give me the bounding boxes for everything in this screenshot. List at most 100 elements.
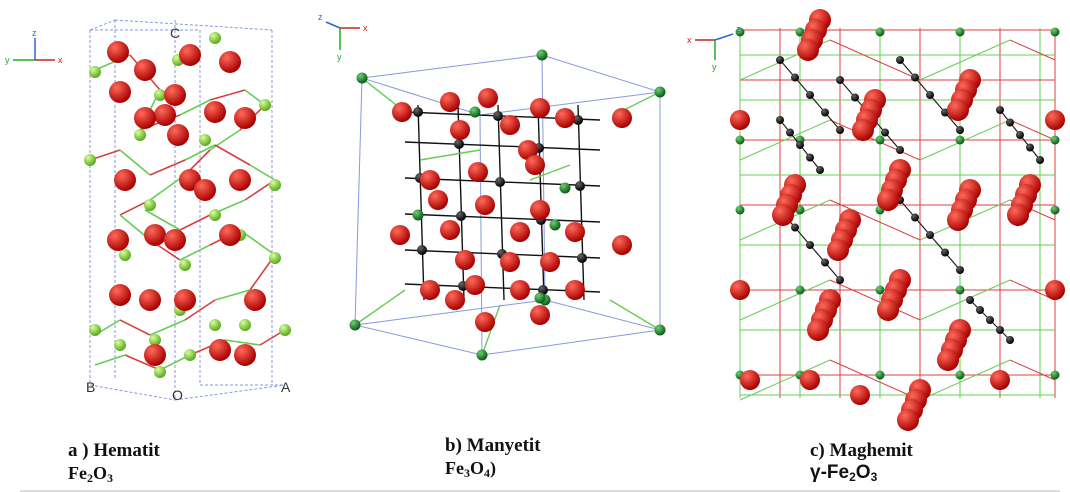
oxygen-atom bbox=[420, 170, 440, 190]
lattice-diagonal bbox=[919, 279, 1011, 321]
fe-fe-bond bbox=[404, 141, 601, 151]
iron-atom-vacancy-site bbox=[926, 91, 934, 99]
axis-triad-arrow bbox=[714, 33, 734, 41]
oxygen-atom bbox=[114, 169, 136, 191]
iron-atom bbox=[89, 66, 101, 78]
cell-edge bbox=[354, 77, 363, 326]
iron-atom bbox=[259, 99, 271, 111]
fe-o-bond bbox=[184, 299, 216, 321]
iron-atom-vacancy-site bbox=[956, 266, 964, 274]
fe-o-bond bbox=[209, 89, 246, 101]
oxygen-atom bbox=[807, 319, 829, 341]
iron-atom-vacancy-site bbox=[806, 241, 814, 249]
cell-axis-label: B bbox=[86, 379, 95, 395]
iron-atom-vacancy-site bbox=[776, 56, 784, 64]
oxygen-atom bbox=[144, 224, 166, 246]
oxygen-atom bbox=[144, 344, 166, 366]
fe-o-bond bbox=[224, 339, 261, 346]
lattice-diagonal bbox=[739, 359, 831, 401]
oxygen-atom bbox=[445, 290, 465, 310]
oxygen-atom bbox=[134, 107, 156, 129]
oxygen-atom bbox=[500, 252, 520, 272]
oxygen-atom bbox=[827, 239, 849, 261]
oxygen-atom bbox=[510, 280, 530, 300]
oxygen-atom bbox=[730, 280, 750, 300]
oxygen-atom bbox=[164, 84, 186, 106]
iron-atom-vacancy-site bbox=[896, 56, 904, 64]
fe-o-bond bbox=[119, 149, 151, 176]
oxygen-atom bbox=[390, 225, 410, 245]
iron-atom-vacancy-site bbox=[791, 73, 799, 82]
oxygen-atom bbox=[612, 235, 632, 255]
oxygen-atom bbox=[510, 222, 530, 242]
oxygen-atom bbox=[420, 280, 440, 300]
oxygen-atom bbox=[555, 108, 575, 128]
iron-atom-tetrahedral bbox=[469, 106, 481, 118]
magnetite-caption: b) Manyetit Fe3O4) bbox=[445, 435, 541, 484]
oxygen-atom bbox=[540, 252, 560, 272]
iron-atom-tetrahedral bbox=[534, 292, 546, 304]
cell-edge bbox=[541, 54, 661, 93]
iron-atom bbox=[184, 349, 196, 361]
oxygen-atom bbox=[154, 104, 176, 126]
iron-atom bbox=[179, 259, 191, 271]
oxygen-atom bbox=[234, 107, 256, 129]
axis-triad-arrow bbox=[325, 21, 341, 29]
iron-atom-tetrahedral bbox=[349, 319, 361, 331]
axis-triad-label: z bbox=[32, 28, 37, 38]
oxygen-atom bbox=[500, 115, 520, 135]
oxygen-atom bbox=[565, 280, 585, 300]
hematite-name: a ) Hematit bbox=[68, 440, 160, 461]
iron-atom-vacancy-site bbox=[836, 276, 844, 284]
fe-o-bond bbox=[149, 319, 186, 336]
iron-atom bbox=[269, 179, 281, 191]
fe-o-bond bbox=[94, 354, 126, 366]
fe-o-bond bbox=[609, 299, 661, 331]
iron-atom bbox=[1050, 135, 1060, 145]
oxygen-atom bbox=[530, 98, 550, 118]
fe-o-bond bbox=[529, 164, 571, 181]
axis-triad-label: x bbox=[687, 35, 692, 45]
hematite-formula: Fe2O3 bbox=[68, 463, 113, 485]
oxygen-atom bbox=[877, 299, 899, 321]
hematite-caption: a ) Hematit Fe2O3 bbox=[68, 440, 160, 489]
oxygen-atom bbox=[107, 229, 129, 251]
lattice-diagonal bbox=[919, 39, 1011, 81]
iron-atom-tetrahedral bbox=[559, 182, 571, 194]
iron-atom bbox=[144, 199, 156, 211]
maghemite-name: c) Maghemit bbox=[810, 440, 913, 461]
iron-atom bbox=[239, 319, 251, 331]
iron-atom-octahedral bbox=[538, 285, 548, 295]
iron-atom bbox=[199, 134, 211, 146]
fe-fe-bond bbox=[577, 104, 585, 301]
iron-atom-octahedral bbox=[417, 245, 427, 255]
oxygen-atom bbox=[797, 39, 819, 61]
iron-atom-tetrahedral bbox=[536, 49, 548, 61]
fe-o-bond bbox=[179, 214, 211, 231]
iron-atom bbox=[149, 334, 161, 346]
magnetite-formula: Fe3O4) bbox=[445, 458, 496, 480]
lattice-diagonal bbox=[919, 359, 1011, 401]
oxygen-atom bbox=[179, 44, 201, 66]
oxygen-atom bbox=[565, 222, 585, 242]
iron-atom-vacancy-site bbox=[941, 248, 949, 257]
cell-edge bbox=[354, 324, 483, 356]
iron-atom-vacancy-site bbox=[911, 73, 919, 82]
magnetite-crystal-diagram: zxy bbox=[318, 12, 666, 361]
lattice-diagonal bbox=[739, 279, 831, 321]
oxygen-atom bbox=[455, 250, 475, 270]
oxygen-atom bbox=[877, 189, 899, 211]
fe-o-bond bbox=[124, 354, 161, 371]
iron-atom bbox=[134, 129, 146, 141]
iron-atom-vacancy-site bbox=[836, 126, 844, 134]
iron-atom-octahedral bbox=[577, 253, 587, 263]
iron-atom bbox=[875, 135, 885, 145]
iron-atom bbox=[154, 89, 166, 101]
fe-fe-bond bbox=[404, 213, 601, 223]
fe-o-bond bbox=[354, 289, 406, 326]
iron-atom bbox=[875, 285, 885, 295]
iron-atom-vacancy-site bbox=[1016, 131, 1024, 139]
iron-atom-tetrahedral bbox=[356, 72, 368, 84]
oxygen-atom bbox=[244, 289, 266, 311]
